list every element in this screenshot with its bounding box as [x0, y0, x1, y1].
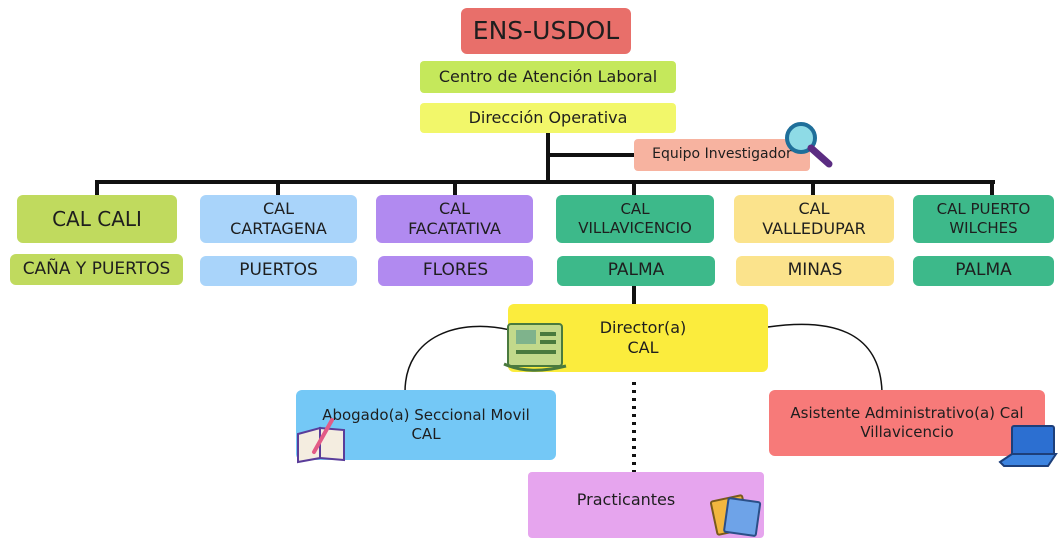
branch-cali: CAL CALI — [17, 195, 177, 243]
assistant-box: Asistente Administrativo(a) Cal Villavic… — [769, 390, 1045, 456]
branch-valledupar-label: CAL VALLEDUPAR — [762, 199, 866, 238]
sector-valledupar: MINAS — [736, 256, 894, 286]
sector-facatativa: FLORES — [378, 256, 533, 286]
org-title: ENS-USDOL — [472, 16, 620, 46]
branch-cali-label: CAL CALI — [52, 206, 142, 231]
sector-valledupar-label: MINAS — [787, 260, 843, 281]
team-box: Equipo Investigador — [634, 139, 810, 171]
notebook-icon — [297, 418, 345, 464]
branch-valledupar: CAL VALLEDUPAR — [734, 195, 894, 243]
sector-puerto-wilches: PALMA — [913, 256, 1054, 286]
lawyer-box: Abogado(a) Seccional Movil CAL — [296, 390, 556, 460]
lawyer-label: Abogado(a) Seccional Movil CAL — [322, 406, 530, 443]
sector-cartagena: PUERTOS — [200, 256, 357, 286]
branch-puerto-wilches-label: CAL PUERTO WILCHES — [936, 200, 1031, 237]
branch-facatativa: CAL FACATATIVA — [376, 195, 533, 243]
sector-puerto-wilches-label: PALMA — [955, 260, 1012, 281]
direction-label: Dirección Operativa — [468, 108, 628, 127]
sector-cartagena-label: PUERTOS — [239, 260, 318, 281]
laptop-icon — [998, 425, 1058, 467]
branch-villavicencio: CAL VILLAVICENCIO — [556, 195, 714, 243]
branch-facatativa-label: CAL FACATATIVA — [408, 199, 501, 238]
sector-villavicencio: PALMA — [557, 256, 715, 286]
sector-cali-label: CAÑA Y PUERTOS — [22, 258, 171, 279]
folders-icon — [709, 494, 762, 537]
book-icon — [503, 323, 567, 372]
center-box: Centro de Atención Laboral — [420, 61, 676, 93]
center-label: Centro de Atención Laboral — [438, 67, 658, 86]
branch-cartagena-label: CAL CARTAGENA — [230, 199, 327, 238]
direction-box: Dirección Operativa — [420, 103, 676, 133]
sector-cali: CAÑA Y PUERTOS — [10, 254, 183, 285]
branch-puerto-wilches: CAL PUERTO WILCHES — [913, 195, 1054, 243]
team-label: Equipo Investigador — [652, 146, 792, 163]
branch-cartagena: CAL CARTAGENA — [200, 195, 357, 243]
director-label: Director(a) CAL — [599, 318, 687, 357]
assistant-label: Asistente Administrativo(a) Cal Villavic… — [790, 404, 1024, 441]
branch-villavicencio-label: CAL VILLAVICENCIO — [578, 200, 692, 237]
org-title-box: ENS-USDOL — [461, 8, 631, 54]
interns-label: Practicantes — [576, 490, 676, 509]
magnifier-icon — [785, 122, 833, 168]
sector-villavicencio-label: PALMA — [607, 260, 665, 281]
sector-facatativa-label: FLORES — [422, 260, 489, 281]
